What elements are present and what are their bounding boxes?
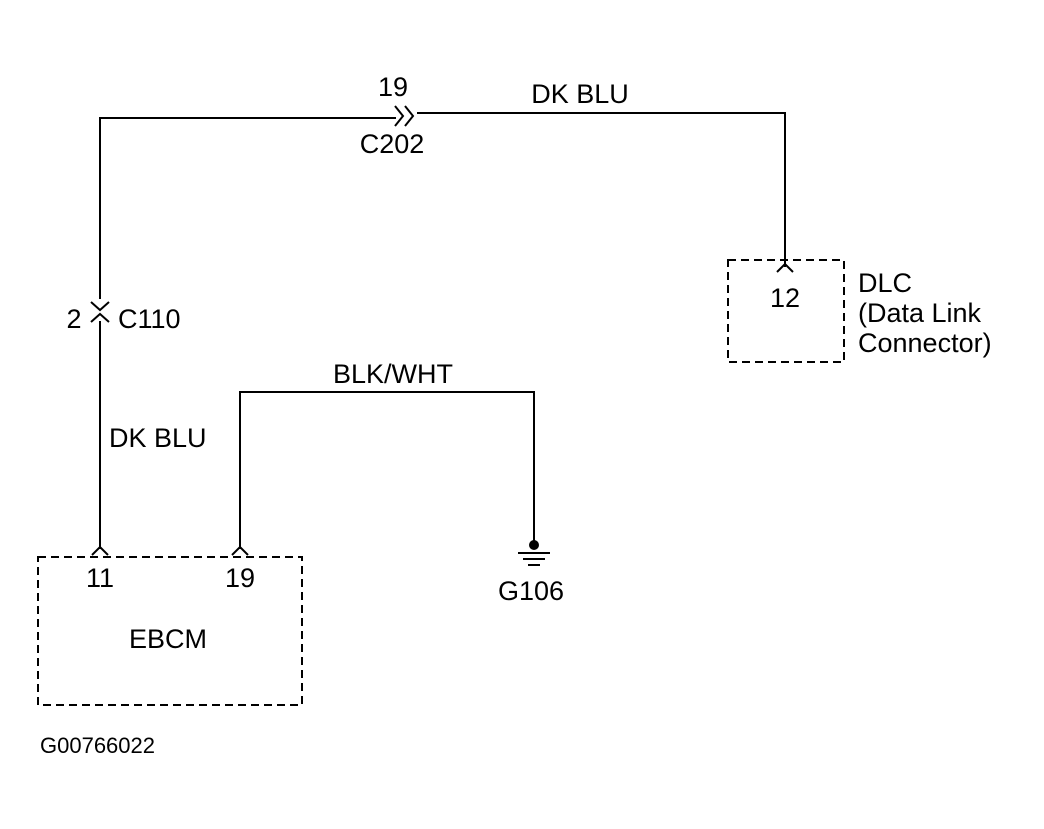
connector-c110: [90, 301, 110, 323]
c110-pin-label: 2: [66, 304, 81, 334]
connector-c202: [394, 105, 415, 127]
ebcm-box: [37, 556, 303, 706]
figure-id: G00766022: [40, 733, 155, 758]
ebcm-name-label: EBCM: [129, 624, 207, 654]
dlc-pin-label: 12: [770, 283, 800, 313]
dlc-terminal: [776, 262, 794, 273]
wire-dk-blu-top: [417, 112, 786, 267]
ebcm-terminal-19: [231, 545, 249, 556]
ebcm-pin-11-label: 11: [86, 563, 114, 593]
ground-g106-symbol: [518, 540, 550, 566]
ebcm-terminal-11: [91, 545, 109, 556]
wire-dk-blu-top-label: DK BLU: [531, 79, 629, 109]
wire-blk-wht: [239, 391, 535, 549]
wire-dk-blu-left-upper: [99, 117, 396, 299]
c202-name-label: C202: [360, 129, 425, 159]
dlc-desc-line2: Connector): [858, 328, 992, 358]
c202-pin-label: 19: [378, 72, 408, 102]
dlc-title: DLC: [858, 268, 912, 298]
dlc-desc-line1: (Data Link: [858, 298, 982, 328]
wire-dk-blu-left-label: DK BLU: [109, 423, 207, 453]
ground-g106-label: G106: [498, 576, 564, 606]
wire-blk-wht-label: BLK/WHT: [333, 359, 453, 389]
ebcm-pin-19-label: 19: [225, 563, 255, 593]
c110-name-label: C110: [118, 304, 181, 334]
dlc-box: [727, 259, 845, 363]
